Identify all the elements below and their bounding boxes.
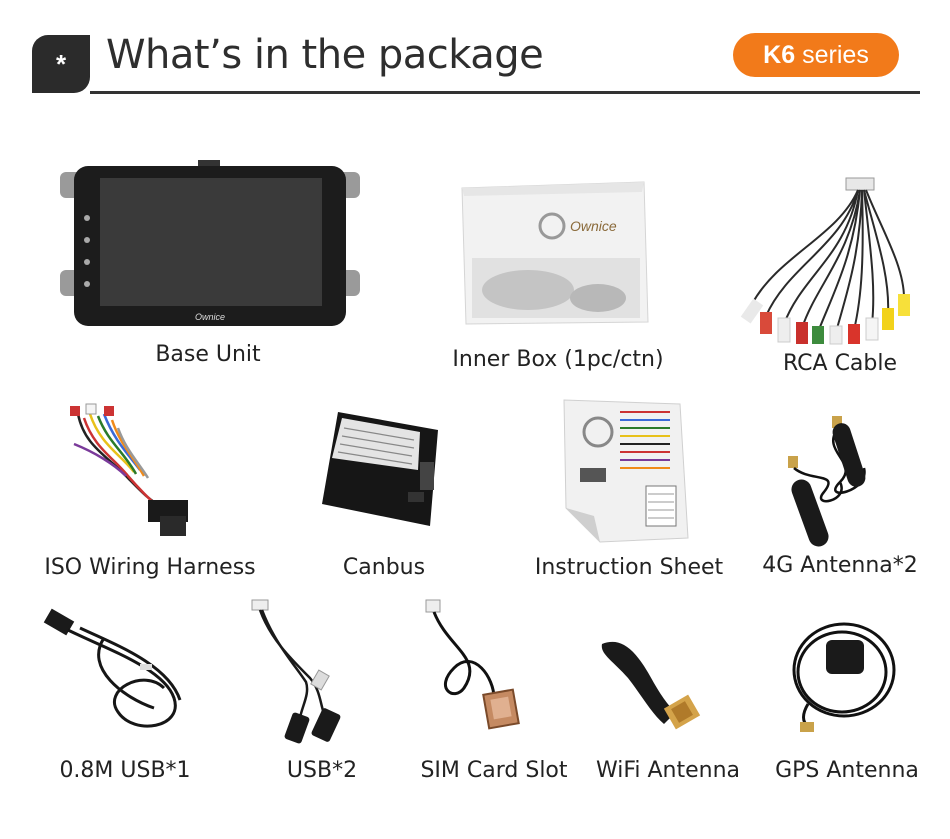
box-icon: Ownice	[461, 181, 649, 325]
sim-slot-cable-icon	[425, 599, 520, 730]
base-unit-item: Ownice	[60, 158, 360, 335]
item-label: GPS Antenna	[775, 758, 919, 783]
series-text: series	[802, 40, 869, 69]
section-badge: *	[32, 35, 90, 93]
item-label: 4G Antenna*2	[762, 553, 918, 578]
dual-usb-cable-icon	[251, 599, 341, 744]
item-label: SIM Card Slot	[420, 758, 568, 783]
usb-cable-icon	[43, 608, 182, 728]
item-label: Canbus	[342, 555, 426, 580]
wiring-harness-icon	[70, 403, 188, 536]
canbus-item	[320, 408, 444, 537]
gps-antenna-icon	[792, 622, 896, 732]
usb-cable-item	[43, 608, 194, 747]
box-brand: Ownice	[570, 218, 617, 234]
item-label: Inner Box (1pc/ctn)	[452, 347, 664, 372]
4g-antenna-icon	[788, 416, 866, 547]
4g-antenna-item	[780, 412, 910, 557]
item-label: RCA Cable	[782, 351, 898, 376]
item-label: WiFi Antenna	[595, 758, 741, 783]
item-label: 0.8M USB*1	[59, 758, 191, 783]
instruction-sheet-item	[560, 398, 692, 549]
base-unit-brand: Ownice	[195, 312, 225, 322]
canbus-module-icon	[322, 412, 438, 526]
rca-cable-item	[738, 176, 918, 351]
series-model: K6	[763, 40, 796, 69]
car-stereo-icon: Ownice	[60, 160, 360, 326]
item-label: Base Unit	[155, 342, 261, 367]
item-label: USB*2	[286, 758, 358, 783]
rca-cable-icon	[740, 177, 910, 345]
item-label: ISO Wiring Harness	[44, 555, 256, 580]
item-label: Instruction Sheet	[534, 555, 724, 580]
sim-slot-item	[424, 598, 530, 737]
gps-antenna-item	[788, 614, 900, 739]
title-underline	[90, 91, 920, 94]
iso-harness-item	[64, 403, 194, 545]
page-title: What’s in the package	[106, 32, 544, 78]
dual-usb-item	[250, 598, 360, 749]
wifi-antenna-icon	[601, 641, 701, 730]
instruction-sheet-icon	[563, 399, 689, 543]
inner-box-item: Ownice	[458, 178, 652, 333]
wifi-antenna-item	[598, 636, 704, 737]
